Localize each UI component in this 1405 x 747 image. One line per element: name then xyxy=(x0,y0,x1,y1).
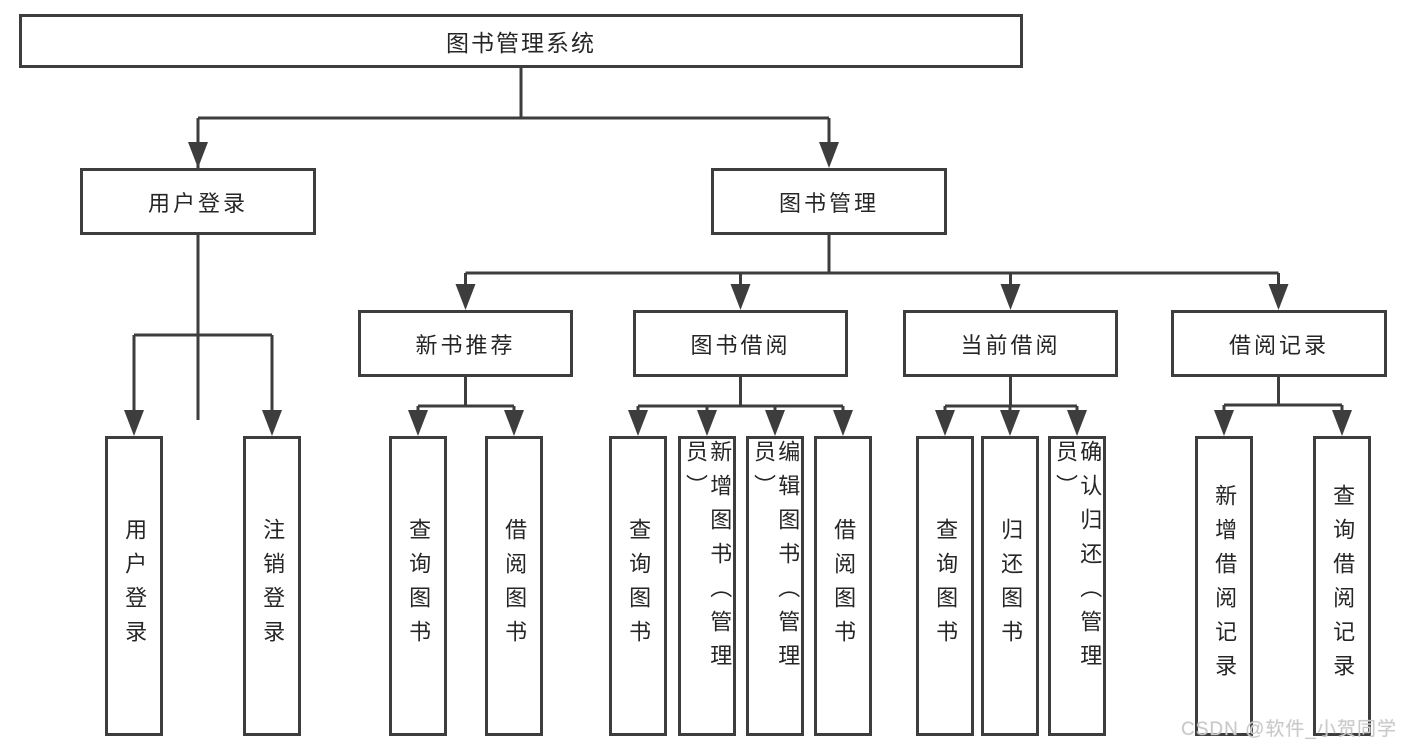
leaf-add-borrow-record: 新增借阅记录 xyxy=(1195,436,1253,736)
leaf-borrow-book-1: 借阅图书 xyxy=(485,436,543,736)
node-root-label: 图书管理系统 xyxy=(446,30,596,56)
leaf-add-book-admin-label: 新增图书（管理员） xyxy=(683,440,733,678)
node-user-login: 用户登录 xyxy=(80,168,316,235)
node-current-borrow: 当前借阅 xyxy=(903,310,1118,377)
node-root: 图书管理系统 xyxy=(19,14,1023,68)
node-book-management-label: 图书管理 xyxy=(778,190,879,216)
leaf-query-book-3: 查询图书 xyxy=(916,436,974,736)
node-current-borrow-label: 当前借阅 xyxy=(960,332,1061,358)
leaf-user-login-label: 用户登录 xyxy=(122,518,148,654)
leaf-query-book-3-label: 查询图书 xyxy=(933,518,959,654)
leaf-confirm-return-admin-label: 确认归还（管理员） xyxy=(1053,440,1103,678)
leaf-add-borrow-record-label: 新增借阅记录 xyxy=(1212,484,1238,688)
leaf-query-book-2: 查询图书 xyxy=(609,436,667,736)
leaf-logout-label: 注销登录 xyxy=(260,518,286,654)
node-book-management: 图书管理 xyxy=(711,168,947,235)
leaf-add-book-admin: 新增图书（管理员） xyxy=(678,436,736,736)
leaf-query-book-1-label: 查询图书 xyxy=(406,518,432,654)
node-borrow-record: 借阅记录 xyxy=(1171,310,1387,377)
leaf-confirm-return-admin: 确认归还（管理员） xyxy=(1048,436,1106,736)
leaf-query-book-2-label: 查询图书 xyxy=(626,518,652,654)
node-borrow-record-label: 借阅记录 xyxy=(1228,332,1329,358)
leaf-query-borrow-record-label: 查询借阅记录 xyxy=(1330,484,1356,688)
node-book-borrow-label: 图书借阅 xyxy=(690,332,791,358)
arrowheads xyxy=(124,142,1352,436)
node-book-borrow: 图书借阅 xyxy=(633,310,848,377)
leaf-user-login: 用户登录 xyxy=(105,436,163,736)
leaf-query-borrow-record: 查询借阅记录 xyxy=(1313,436,1371,736)
leaf-logout: 注销登录 xyxy=(243,436,301,736)
leaf-return-book-label: 归还图书 xyxy=(998,518,1024,654)
leaf-edit-book-admin: 编辑图书（管理员） xyxy=(746,436,804,736)
node-new-book-recommend-label: 新书推荐 xyxy=(415,332,516,358)
csdn-watermark: CSDN @软件_小贺同学 xyxy=(1181,719,1397,740)
node-user-login-label: 用户登录 xyxy=(147,190,248,216)
node-new-book-recommend: 新书推荐 xyxy=(358,310,573,377)
leaf-borrow-book-1-label: 借阅图书 xyxy=(502,518,528,654)
leaf-edit-book-admin-label: 编辑图书（管理员） xyxy=(751,440,801,678)
leaf-borrow-book-2: 借阅图书 xyxy=(814,436,872,736)
leaf-borrow-book-2-label: 借阅图书 xyxy=(831,518,857,654)
leaf-return-book: 归还图书 xyxy=(981,436,1039,736)
leaf-query-book-1: 查询图书 xyxy=(389,436,447,736)
